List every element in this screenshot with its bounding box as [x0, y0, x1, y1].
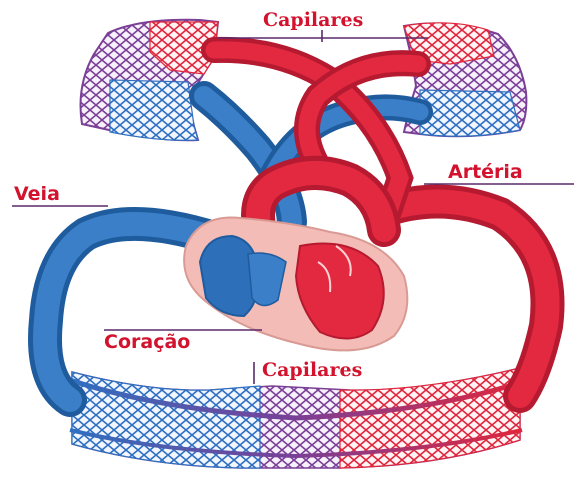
left-lung-capillaries: [81, 20, 219, 141]
capilares-top-label: Capilares: [263, 9, 363, 31]
veia-label: Veia: [14, 183, 60, 205]
coracao-label: Coração: [104, 331, 190, 353]
capilares-bottom-label: Capilares: [262, 359, 362, 381]
body-capillaries: [70, 368, 522, 468]
arteria-label: Artéria: [448, 161, 523, 183]
